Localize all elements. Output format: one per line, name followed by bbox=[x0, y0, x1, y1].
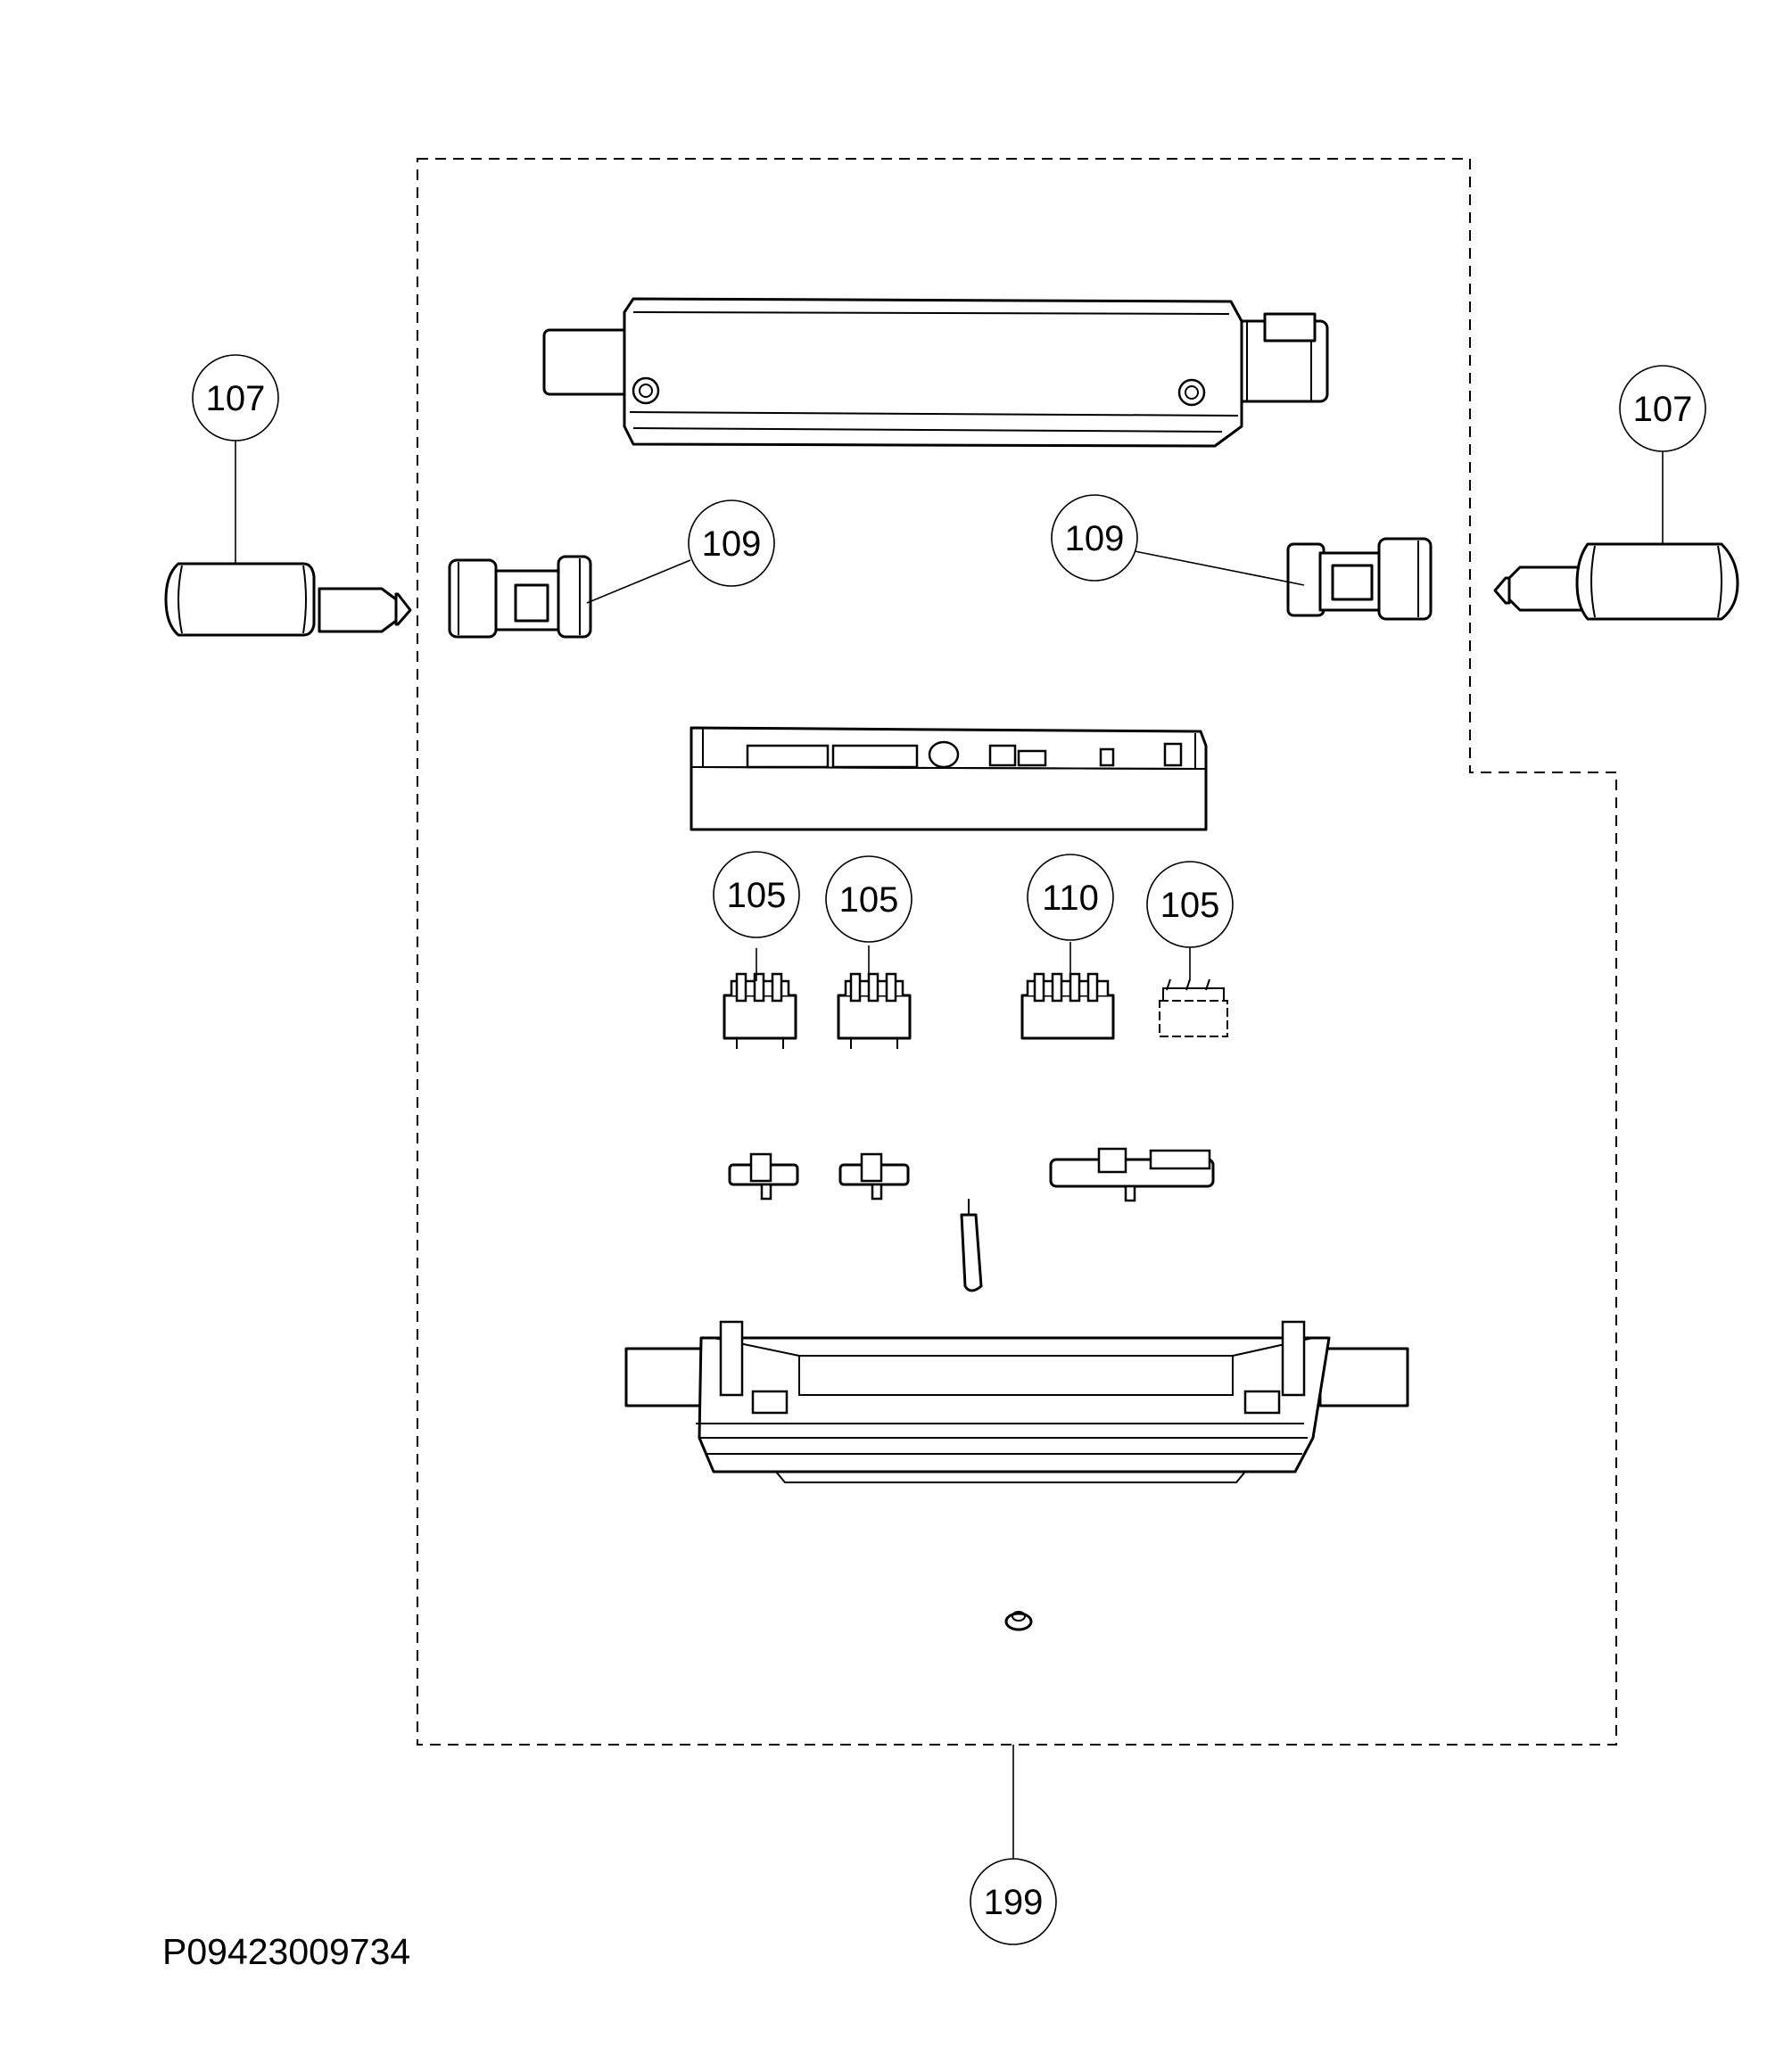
callout-109-left: 109 bbox=[688, 499, 775, 587]
callout-107-right-label: 107 bbox=[1633, 390, 1693, 429]
callout-199: 199 bbox=[970, 1858, 1057, 1945]
part-105-connector-a[interactable] bbox=[723, 972, 797, 1049]
callout-109-right: 109 bbox=[1051, 494, 1138, 582]
callout-110-label: 110 bbox=[1042, 879, 1099, 918]
assembly-boundary-199 bbox=[417, 158, 1617, 1746]
part-clip-b[interactable] bbox=[838, 1152, 910, 1201]
callout-105-c: 105 bbox=[1146, 861, 1234, 948]
callout-107-left-label: 107 bbox=[206, 379, 266, 418]
leader-lines bbox=[235, 441, 1664, 1859]
part-clip-a[interactable] bbox=[728, 1152, 799, 1201]
part-small-nut[interactable] bbox=[1004, 1611, 1033, 1631]
callout-105-a: 105 bbox=[713, 851, 800, 938]
callout-105-b-label: 105 bbox=[839, 880, 899, 920]
callout-105-b: 105 bbox=[825, 855, 913, 943]
part-top-housing-cover[interactable] bbox=[542, 297, 1329, 448]
callout-105-a-label: 105 bbox=[727, 876, 787, 915]
part-110-connector[interactable] bbox=[1020, 972, 1115, 1040]
part-107-pin-right[interactable] bbox=[1493, 542, 1739, 621]
part-bottom-housing[interactable] bbox=[624, 1320, 1409, 1483]
callout-199-label: 199 bbox=[984, 1883, 1044, 1922]
part-middle-frame[interactable] bbox=[690, 726, 1208, 831]
callout-107-left: 107 bbox=[192, 354, 279, 442]
drawing-reference-code: P09423009734 bbox=[162, 1931, 411, 1972]
part-long-clip[interactable] bbox=[1049, 1147, 1215, 1202]
part-105-connector-c[interactable] bbox=[1159, 978, 1228, 1037]
callout-109-left-label: 109 bbox=[702, 524, 762, 564]
part-109-bushing-left[interactable] bbox=[448, 555, 592, 639]
part-109-bushing-right[interactable] bbox=[1286, 537, 1433, 621]
callout-107-right: 107 bbox=[1619, 365, 1706, 452]
callout-109-right-label: 109 bbox=[1065, 519, 1125, 558]
part-post-pin[interactable] bbox=[960, 1199, 983, 1292]
part-105-connector-b[interactable] bbox=[837, 972, 912, 1049]
callout-105-c-label: 105 bbox=[1160, 886, 1220, 925]
callout-110: 110 bbox=[1027, 854, 1114, 941]
